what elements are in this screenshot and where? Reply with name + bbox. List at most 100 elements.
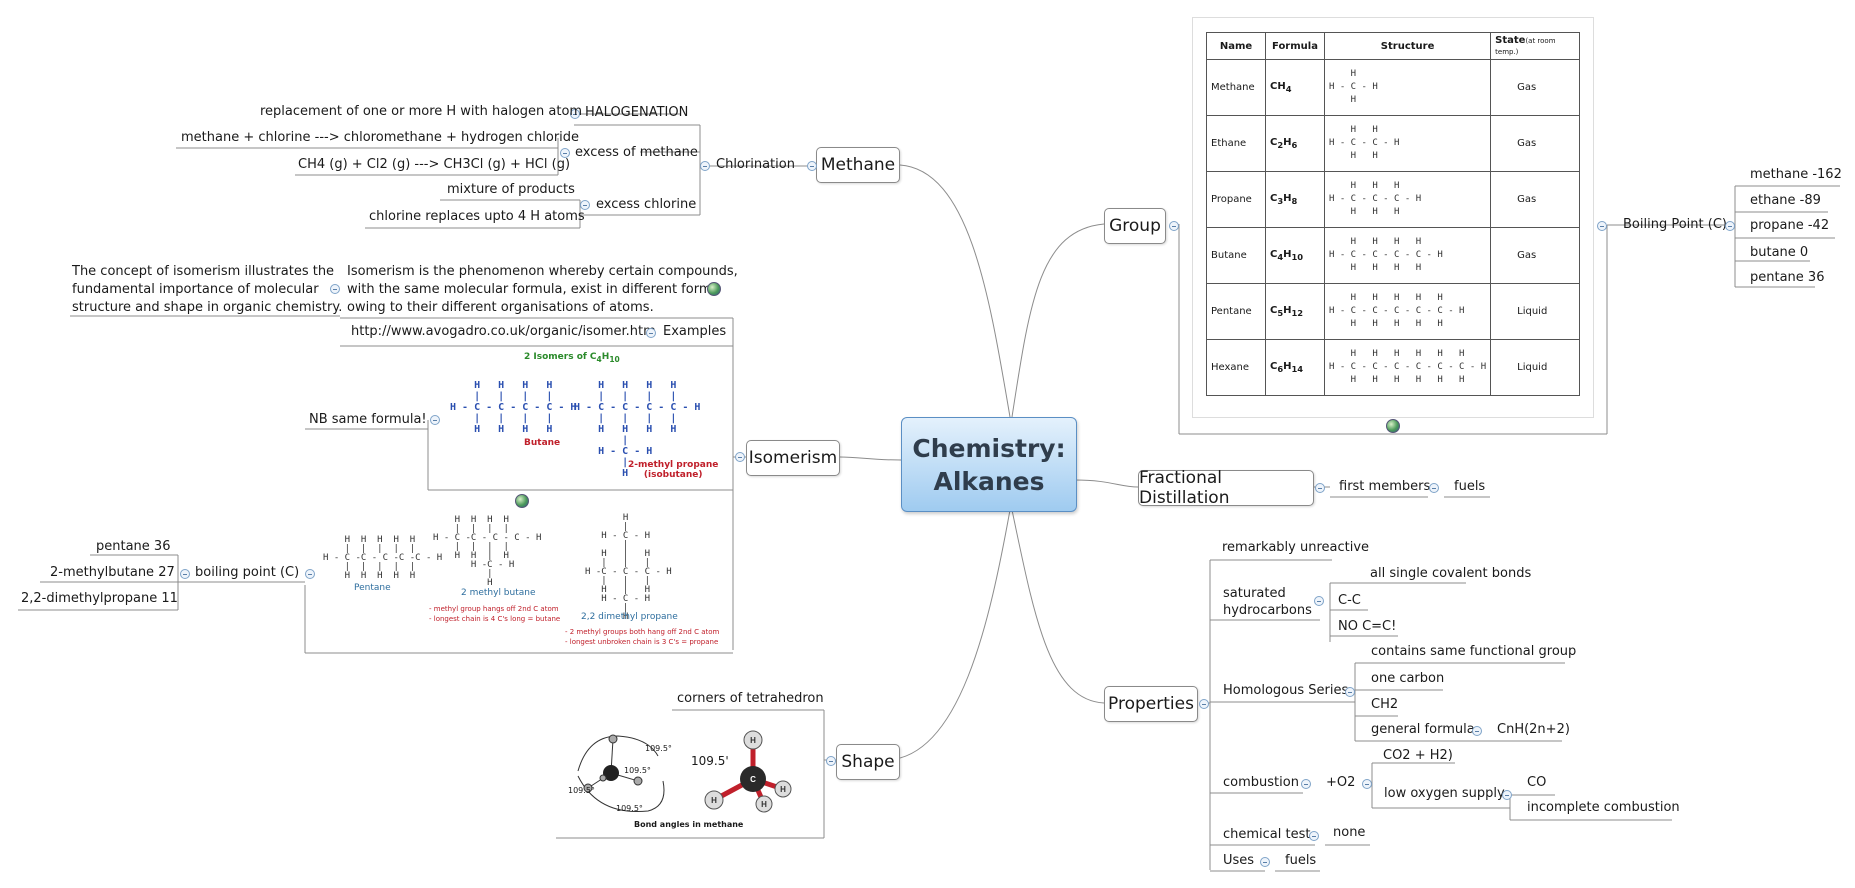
node-boiling-point-group[interactable]: Boiling Point (C): [1623, 217, 1727, 232]
pentane-label: Pentane: [354, 583, 391, 593]
header-structure: Structure: [1323, 32, 1492, 60]
branch-methane[interactable]: Methane: [816, 147, 900, 183]
formula-h: H: [1283, 249, 1292, 260]
collapse-toggle-group[interactable]: [1169, 221, 1179, 231]
collapse-toggle-excess-chlorine[interactable]: [580, 200, 590, 210]
formula-h-count: 14: [1291, 364, 1304, 374]
node-combustion[interactable]: combustion: [1223, 775, 1299, 790]
node-same-functional-group[interactable]: contains same functional group: [1371, 644, 1577, 659]
collapse-toggle-bp-group-children[interactable]: [1725, 221, 1735, 231]
node-methane-symbol-equation[interactable]: CH4 (g) + Cl2 (g) ---> CH3Cl (g) + HCl (…: [298, 157, 571, 172]
node-uses[interactable]: Uses: [1223, 853, 1255, 868]
cell-formula: CH4: [1265, 59, 1325, 116]
hyperlink-globe-icon-3[interactable]: [1386, 419, 1400, 433]
collapse-toggle-homologous[interactable]: [1345, 687, 1355, 697]
collapse-toggle-first-members[interactable]: [1429, 483, 1439, 493]
node-general-formula[interactable]: general formula: [1371, 722, 1475, 737]
branch-shape[interactable]: Shape: [836, 744, 900, 780]
alkanes-table-image: Name Formula Structure State(at room tem…: [1192, 17, 1594, 418]
branch-properties[interactable]: Properties: [1104, 686, 1198, 722]
collapse-toggle-general-formula[interactable]: [1472, 726, 1482, 736]
node-bp-pentane[interactable]: pentane 36: [96, 539, 171, 554]
node-ch2[interactable]: CH2: [1371, 697, 1399, 712]
node-bp-methane[interactable]: methane -162: [1750, 167, 1842, 182]
node-isomerism-concept[interactable]: The concept of isomerism illustrates the…: [72, 263, 342, 317]
node-halogenation[interactable]: HALOGENATION: [585, 105, 689, 120]
collapse-toggle-chemical-test[interactable]: [1309, 831, 1319, 841]
node-single-bonds[interactable]: all single covalent bonds: [1370, 566, 1532, 581]
formula-c: C: [1270, 361, 1278, 372]
node-one-carbon[interactable]: one carbon: [1371, 671, 1445, 686]
node-bp-pentane[interactable]: pentane 36: [1750, 270, 1825, 285]
node-methane-word-equation[interactable]: methane + chlorine ---> chloromethane + …: [181, 130, 580, 145]
collapse-toggle-methane[interactable]: [807, 161, 817, 171]
node-incomplete-combustion[interactable]: incomplete combustion: [1527, 800, 1680, 815]
node-nb-same-formula[interactable]: NB same formula!: [309, 412, 427, 427]
node-chemical-test[interactable]: chemical test: [1223, 827, 1311, 842]
collapse-toggle-fractional[interactable]: [1315, 483, 1325, 493]
collapse-toggle-uses[interactable]: [1260, 857, 1270, 867]
node-co[interactable]: CO: [1527, 775, 1547, 790]
collapse-toggle-chlorination[interactable]: [700, 161, 710, 171]
node-excess-chlorine[interactable]: excess chlorine: [596, 197, 697, 212]
svg-text:H: H: [711, 796, 717, 805]
collapse-toggle-isomerism[interactable]: [735, 452, 745, 462]
hyperlink-globe-icon-2[interactable]: [515, 494, 529, 508]
collapse-toggle-shape[interactable]: [826, 756, 836, 766]
node-fractional-fuels[interactable]: fuels: [1454, 479, 1486, 494]
node-corners-tetrahedron[interactable]: corners of tetrahedron: [677, 691, 824, 706]
node-co2[interactable]: CO2 + H2): [1383, 748, 1453, 763]
node-chlorine-replaces[interactable]: chlorine replaces upto 4 H atoms: [369, 209, 585, 224]
collapse-toggle-excess-methane[interactable]: [560, 148, 570, 158]
collapse-toggle-o2[interactable]: [1362, 779, 1372, 789]
node-c-c[interactable]: C-C: [1338, 593, 1361, 608]
header-formula: Formula: [1265, 32, 1325, 60]
node-homologous-series[interactable]: Homologous Series: [1223, 683, 1349, 698]
cell-name: Hexane: [1206, 339, 1266, 396]
line-group: [1011, 223, 1105, 418]
node-mixture-products[interactable]: mixture of products: [447, 182, 575, 197]
node-saturated-hydrocarbons[interactable]: saturated hydrocarbons: [1223, 585, 1312, 619]
node-cnh2n2[interactable]: CnH(2n+2): [1497, 722, 1570, 737]
collapse-toggle-url[interactable]: [646, 328, 656, 338]
node-uses-fuels[interactable]: fuels: [1285, 853, 1317, 868]
node-unreactive[interactable]: remarkably unreactive: [1222, 540, 1370, 555]
node-bp-butane[interactable]: butane 0: [1750, 245, 1809, 260]
node-bp-methylbutane[interactable]: 2-methylbutane 27: [50, 565, 175, 580]
node-none[interactable]: none: [1333, 825, 1366, 840]
node-isomer-url[interactable]: http://www.avogadro.co.uk/organic/isomer…: [351, 324, 656, 339]
node-examples[interactable]: Examples: [663, 324, 727, 339]
node-no-c-double[interactable]: NO C=C!: [1338, 619, 1397, 634]
collapse-toggle-bp-isomers[interactable]: [305, 569, 315, 579]
collapse-toggle-saturated[interactable]: [1314, 596, 1324, 606]
node-isomerism-definition[interactable]: Isomerism is the phenomenon whereby cert…: [347, 263, 738, 317]
collapse-toggle-bp-group[interactable]: [1597, 221, 1607, 231]
node-boiling-point-isomers[interactable]: boiling point (C): [195, 565, 300, 580]
node-halogenation-desc[interactable]: replacement of one or more H with haloge…: [260, 104, 583, 119]
collapse-toggle-combustion[interactable]: [1301, 779, 1311, 789]
branch-properties-label: Properties: [1108, 694, 1194, 714]
collapse-toggle-concept[interactable]: [330, 284, 340, 294]
central-topic[interactable]: Chemistry: Alkanes: [901, 417, 1077, 512]
isobutane-label-1: 2-methyl propane: [628, 460, 719, 470]
node-low-oxygen[interactable]: low oxygen supply: [1384, 786, 1505, 801]
node-first-members[interactable]: first members: [1339, 479, 1431, 494]
formula-h-count: 12: [1291, 308, 1304, 318]
collapse-toggle-bp-children[interactable]: [180, 569, 190, 579]
collapse-toggle-low-oxygen[interactable]: [1502, 790, 1512, 800]
node-bp-ethane[interactable]: ethane -89: [1750, 193, 1821, 208]
node-bp-dimethylpropane[interactable]: 2,2-dimethylpropane 11: [21, 591, 178, 606]
node-bp-propane[interactable]: propane -42: [1750, 218, 1830, 233]
formula-h-count: 10: [1291, 252, 1304, 262]
collapse-toggle-halogenation[interactable]: [570, 109, 580, 119]
node-plus-o2[interactable]: +O2: [1326, 775, 1356, 790]
node-excess-methane[interactable]: excess of methane: [575, 145, 698, 160]
collapse-toggle-nb[interactable]: [430, 415, 440, 425]
collapse-toggle-properties[interactable]: [1199, 699, 1209, 709]
cell-state: Gas: [1490, 59, 1581, 116]
node-chlorination[interactable]: Chlorination: [716, 157, 795, 172]
branch-fractional-distillation[interactable]: Fractional Distillation: [1138, 468, 1314, 508]
hyperlink-globe-icon[interactable]: [707, 282, 721, 296]
branch-group[interactable]: Group: [1104, 208, 1166, 244]
branch-isomerism[interactable]: Isomerism: [746, 440, 840, 476]
